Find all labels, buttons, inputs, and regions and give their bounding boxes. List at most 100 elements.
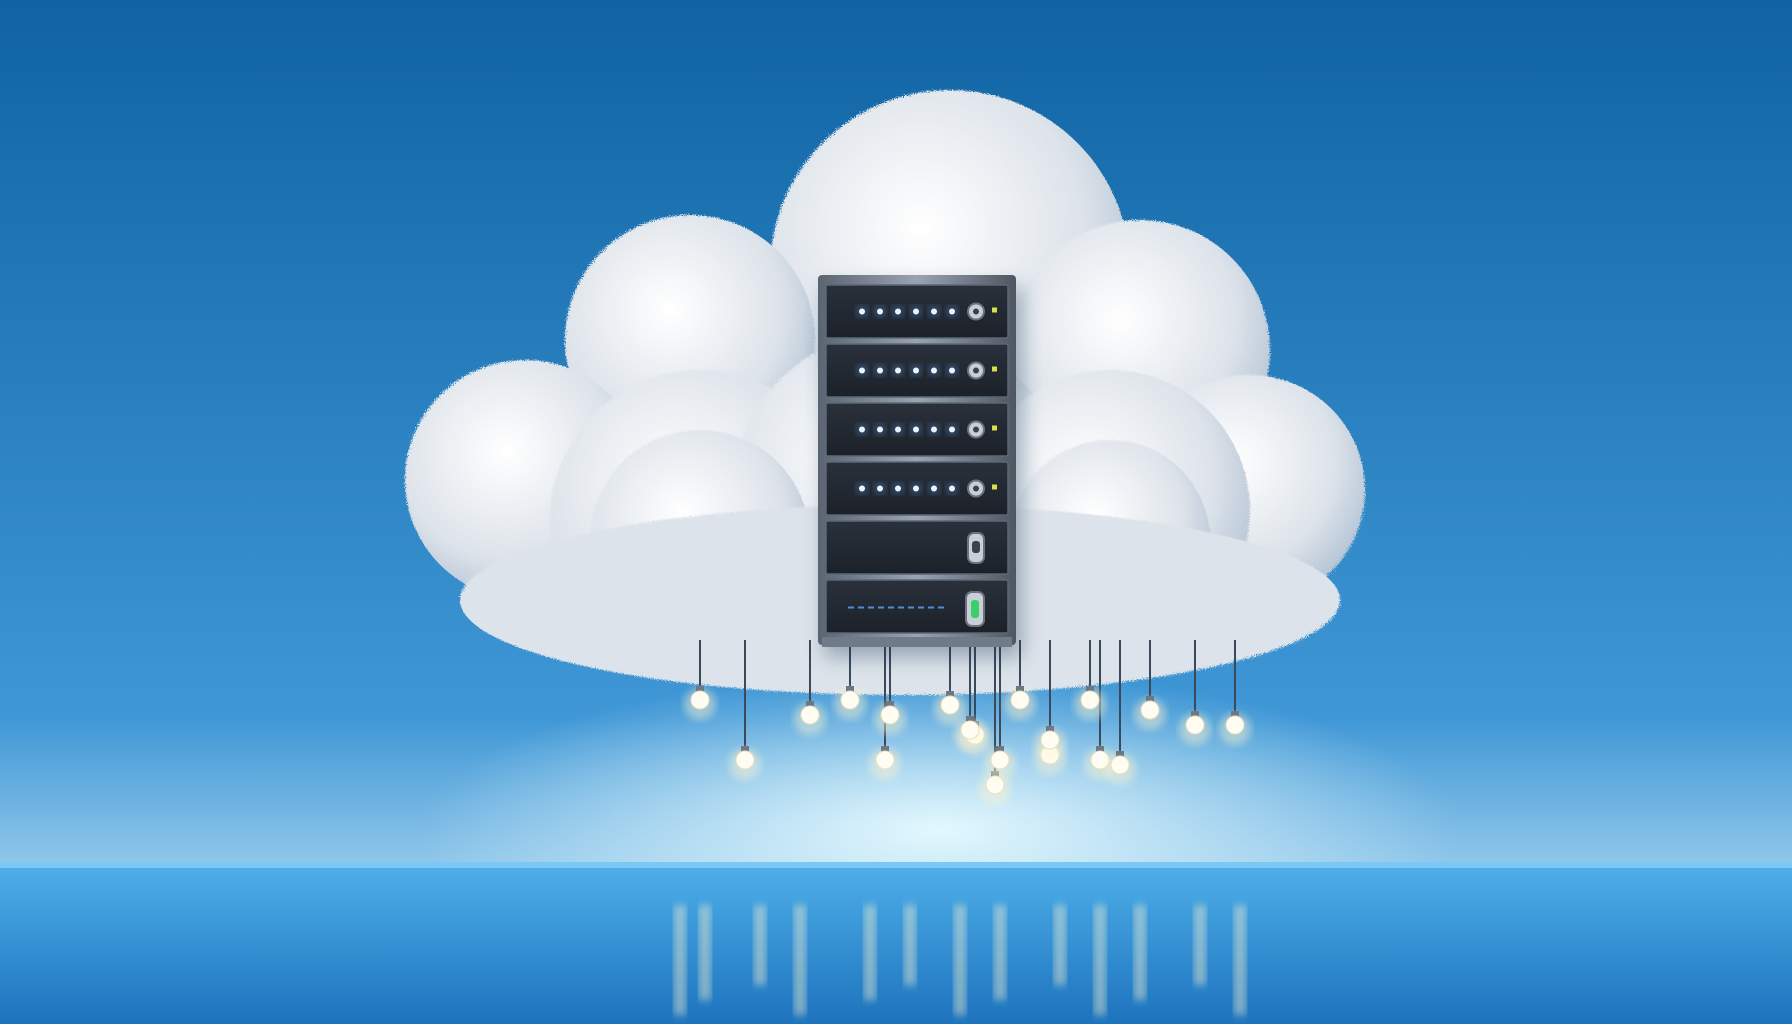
bulb-socket [1146, 696, 1154, 704]
status-led [949, 308, 955, 315]
light-bulb [1074, 686, 1106, 720]
bulb-socket [1231, 711, 1239, 719]
light-reflections [674, 905, 1246, 1015]
power-button-center [973, 426, 979, 433]
power-button-center [973, 308, 979, 315]
bulb-glass [1080, 690, 1100, 710]
hanging-bulbs [684, 686, 1251, 805]
server-panel [825, 579, 1009, 634]
bulb-reflection [954, 905, 966, 1015]
bulb-reflection [994, 905, 1006, 1000]
status-led [859, 426, 865, 433]
bulb-glass [1040, 730, 1060, 750]
indicator-light [992, 307, 997, 313]
status-led [931, 426, 937, 433]
bulb-socket [1046, 726, 1054, 734]
server-rack [818, 275, 1022, 657]
status-led [895, 426, 901, 433]
bulb-socket [1086, 686, 1094, 694]
server-unit [825, 579, 1009, 634]
indicator-light [992, 366, 997, 372]
bulb-reflection [699, 905, 711, 1000]
server-unit [825, 402, 1009, 457]
light-bulb [984, 746, 1016, 780]
bulb-glass [1110, 755, 1130, 775]
status-led [949, 426, 955, 433]
bulb-glass [875, 750, 895, 770]
server-unit [825, 461, 1009, 516]
indicator-light [992, 484, 997, 490]
light-bulb [874, 701, 906, 735]
bulb-socket [1191, 711, 1199, 719]
light-bulb [1034, 726, 1066, 760]
light-bulb [684, 686, 716, 720]
bulb-glass [840, 690, 860, 710]
bulb-socket [696, 686, 704, 694]
bulb-reflection [1054, 905, 1066, 985]
status-led [895, 485, 901, 492]
reflective-floor [0, 862, 1792, 1024]
bulb-socket [1016, 686, 1024, 694]
bulb-socket [881, 746, 889, 754]
bulb-socket [886, 701, 894, 709]
bulb-reflection [1094, 905, 1106, 1015]
server-unit [825, 343, 1009, 398]
light-bulb [1004, 686, 1036, 720]
light-bulb [869, 746, 901, 780]
server-panel [825, 520, 1009, 575]
status-led [859, 485, 865, 492]
light-bulb [729, 746, 761, 780]
light-bulb [834, 686, 866, 720]
bulb-glass [880, 705, 900, 725]
light-bulb [1104, 751, 1136, 785]
bulb-socket [846, 686, 854, 694]
status-led [877, 367, 883, 374]
bulb-socket [806, 701, 814, 709]
status-led [877, 485, 883, 492]
bulb-socket [1116, 751, 1124, 759]
power-button-center [973, 367, 979, 374]
bulb-glass [735, 750, 755, 770]
bulb-glass [800, 705, 820, 725]
status-led [913, 426, 919, 433]
status-led [859, 308, 865, 315]
bulb-reflection [754, 905, 766, 985]
status-led [913, 485, 919, 492]
bulb-glass [1010, 690, 1030, 710]
bulb-socket [946, 691, 954, 699]
light-bulb [1179, 711, 1211, 745]
indicator-light [992, 425, 997, 431]
bulb-reflection [674, 905, 686, 1015]
status-light-green [971, 600, 979, 618]
bulb-reflection [904, 905, 916, 985]
status-led [913, 308, 919, 315]
status-led [913, 367, 919, 374]
bulb-reflection [1194, 905, 1206, 985]
status-led [859, 367, 865, 374]
server-base [822, 637, 1012, 647]
light-bulb [794, 701, 826, 735]
bulb-socket [966, 716, 974, 724]
bulb-reflection [794, 905, 806, 1015]
bulb-glass [690, 690, 710, 710]
status-led [877, 426, 883, 433]
drive-latch-slot [972, 541, 980, 553]
bulb-socket [741, 746, 749, 754]
server-unit [825, 520, 1009, 575]
bulb-reflection [1234, 905, 1246, 1015]
bulb-glass [1225, 715, 1245, 735]
bulb-socket [1096, 746, 1104, 754]
status-led [949, 367, 955, 374]
status-led [895, 367, 901, 374]
bulb-reflection [1134, 905, 1146, 1000]
light-bulb [1219, 711, 1251, 745]
light-bulb [934, 691, 966, 725]
bulb-reflection [864, 905, 876, 1000]
status-led [949, 485, 955, 492]
bulb-socket [996, 746, 1004, 754]
status-led [877, 308, 883, 315]
bulb-glass [990, 750, 1010, 770]
server-unit [825, 284, 1009, 339]
